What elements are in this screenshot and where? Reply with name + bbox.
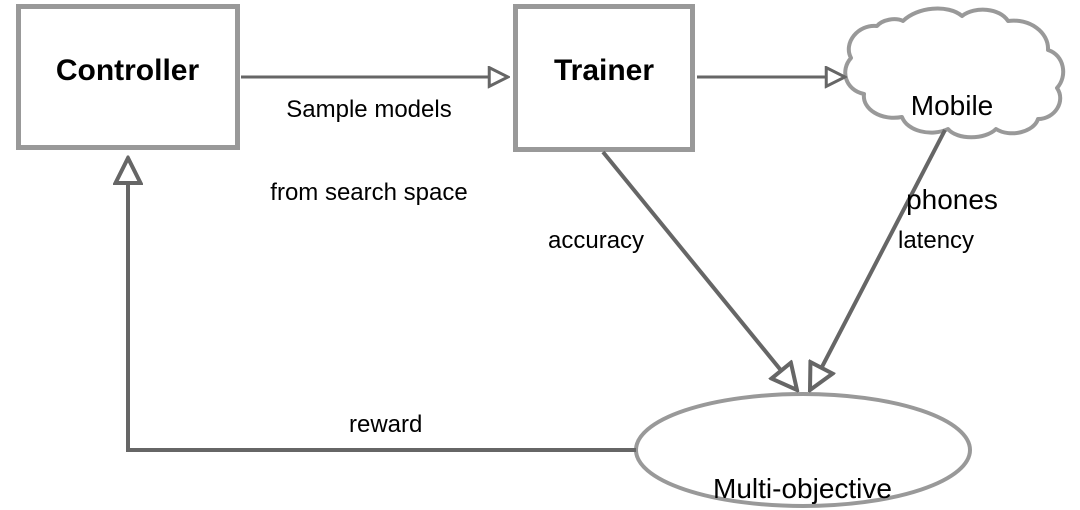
node-label-trainer: Trainer (553, 54, 655, 87)
edge-label-reward: reward (349, 411, 423, 438)
node-label-controller: Controller (55, 54, 200, 87)
edge-reward-to-controller (128, 158, 636, 452)
edge-label-latency: latency (898, 227, 975, 254)
edge-label-sample-models-line2: from search space (270, 178, 468, 206)
edge-label-accuracy: accuracy (548, 227, 645, 254)
edge-mobile-phones-to-reward (810, 129, 947, 390)
node-label-reward-line1: Multi-objective (713, 472, 892, 504)
node-label-mobile-phones: Mobile phones (862, 27, 1042, 278)
node-mobile-phones[interactable] (843, 6, 1066, 140)
node-label-multi-objective-reward: Multi-objective reward (650, 410, 955, 510)
edge-label-sample-models-line1: Sample models (286, 96, 452, 124)
node-label-mobile-phones-line1: Mobile (910, 89, 994, 121)
node-label-mobile-phones-line2: phones (906, 183, 998, 215)
edge-trainer-to-reward (601, 150, 797, 390)
node-trainer[interactable] (513, 4, 695, 152)
node-controller[interactable] (16, 4, 240, 150)
edge-label-sample-models: Sample models from search space (245, 41, 493, 262)
